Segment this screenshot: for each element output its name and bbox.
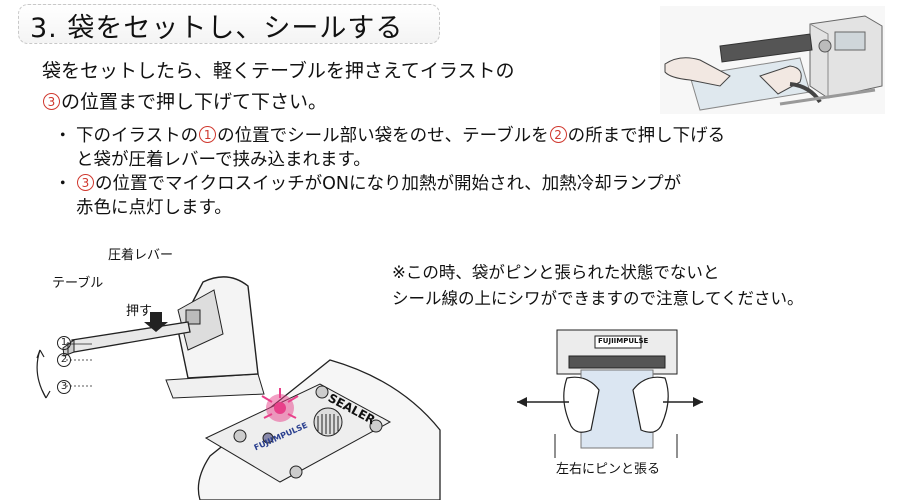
step-number: 3.	[30, 13, 58, 44]
table-label: テーブル	[52, 276, 104, 291]
push-label: 押す	[126, 304, 153, 319]
note-line-2: シール線の上にシワができますので注意してください。	[392, 289, 804, 308]
note-line-1: ※この時、袋がピンと張られた状態でないと	[392, 263, 720, 282]
bullet-2-continued: 赤色に点灯します。	[76, 198, 232, 218]
page-title: 3. 袋をセットし、シールする	[30, 6, 403, 45]
position-1-marker: 1	[57, 336, 71, 350]
position-2-marker: 2	[57, 353, 71, 367]
circled-number-1: 1	[199, 126, 217, 143]
control-panel-illustration	[197, 359, 441, 500]
hands-stretch-illustration	[517, 329, 703, 458]
position-3-marker: 3	[57, 380, 71, 394]
circled-number-3: 3	[43, 93, 60, 110]
hands-brand-text: FUJIIMPULSE	[598, 337, 649, 345]
heading-box	[18, 4, 440, 44]
stretch-caption: 左右にピンと張る	[556, 462, 661, 477]
lead-line-1: 袋をセットしたら、軽くテーブルを押さえてイラストの	[42, 60, 515, 82]
circled-number-3: 3	[77, 174, 94, 191]
lever-label: 圧着レバー	[108, 248, 174, 263]
caution-note: ※この時、袋がピンと張られた状態でないと シール線の上にシワができますので注意し…	[392, 260, 804, 312]
step-title: 袋をセットし、シールする	[67, 13, 404, 44]
sealer-photo-illustration	[660, 6, 885, 114]
circled-number-2: 2	[549, 126, 567, 143]
bullet-1-continued: と袋が圧着レバーで挟み込まれます。	[76, 150, 371, 170]
